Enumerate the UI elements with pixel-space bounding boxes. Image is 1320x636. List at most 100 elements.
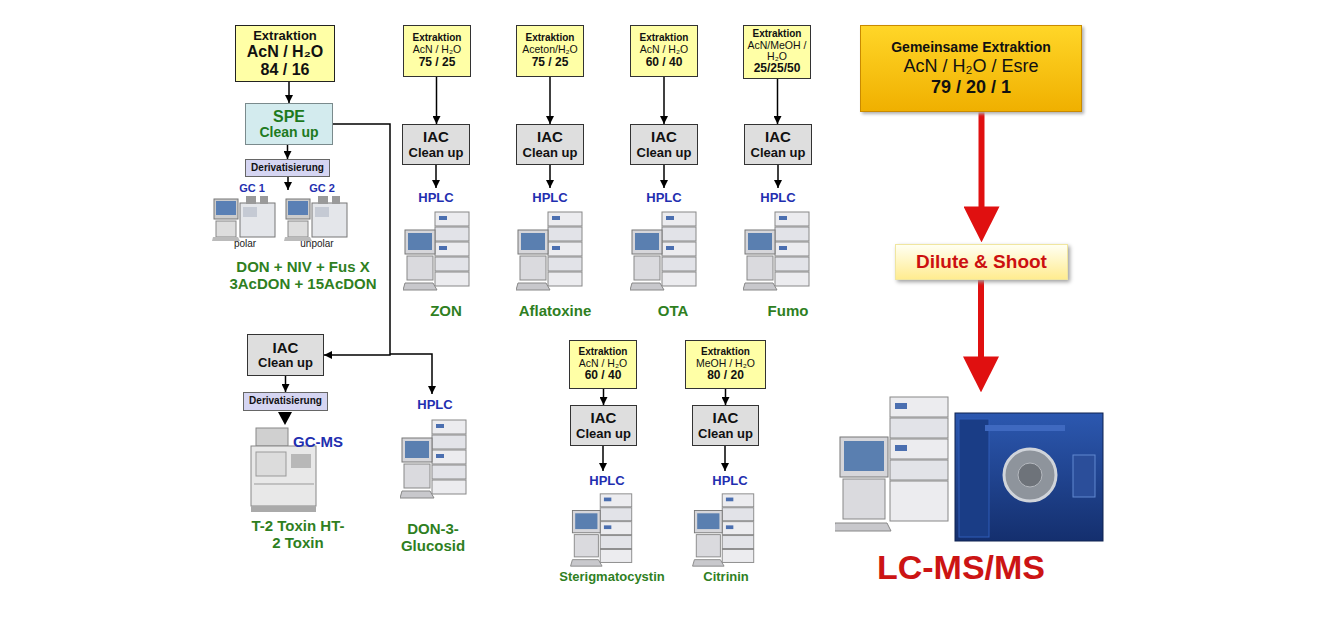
label-text: HPLC	[748, 191, 808, 206]
flow-arrow	[663, 165, 665, 188]
derivatization-box: Derivatisierung	[243, 392, 328, 411]
node-text: 25/25/50	[754, 62, 801, 75]
node-text: IAC	[423, 129, 449, 145]
extraction-box: ExtraktionAceton/H₂O75 / 25	[516, 25, 584, 77]
hplc-instrument	[630, 212, 696, 290]
node-text: AcN / H₂O	[413, 44, 461, 55]
node-text: IAC	[591, 410, 617, 426]
gc-instrument	[212, 196, 275, 241]
flow-connector	[287, 145, 289, 159]
extraction-box: ExtraktionAcN / H₂O84 / 16	[235, 25, 335, 82]
label-text: Citrinin	[686, 570, 766, 585]
iac-cleanup-box: IACClean up	[516, 124, 584, 165]
node-text: Clean up	[637, 146, 692, 160]
iac-cleanup-box: IACClean up	[570, 405, 637, 446]
node-text: AcN / H₂O	[247, 43, 323, 60]
node-text: Derivatisierung	[249, 396, 322, 407]
flow-connector	[603, 389, 605, 405]
node-text: 79 / 20 / 1	[931, 78, 1011, 97]
node-text: Clean up	[258, 356, 313, 370]
label-text: polar	[220, 238, 270, 250]
derivatization-box: Derivatisierung	[245, 159, 330, 177]
flow-connector	[324, 124, 390, 355]
flow-connector	[777, 79, 779, 124]
node-text: Extraktion	[579, 347, 628, 358]
node-text: Clean up	[409, 146, 464, 160]
node-text: AcN / H₂O	[579, 358, 627, 369]
lcms-instrument	[833, 397, 1103, 541]
iac-cleanup-box: IACClean up	[402, 124, 470, 165]
flow-arrow	[549, 165, 551, 188]
node-text: Extraktion	[253, 29, 317, 43]
iac-cleanup-box: IACClean up	[692, 405, 759, 446]
node-text: Aceton/H₂O	[522, 44, 577, 55]
edge-layer	[286, 77, 982, 405]
label-text: HPLC	[634, 191, 694, 206]
label-text: unpolar	[292, 238, 342, 250]
node-text: 75 / 25	[419, 56, 456, 69]
label-text: LC-MS/MS	[841, 548, 1081, 587]
node-text: Clean up	[259, 125, 318, 140]
spe-cleanup-box: SPEClean up	[245, 103, 333, 145]
extraction-box: ExtraktionMeOH / H₂O80 / 20	[685, 340, 766, 389]
extraction-box: ExtraktionAcN / H₂O60 / 40	[569, 340, 637, 389]
node-text: Clean up	[698, 427, 753, 441]
label-text: HPLC	[406, 191, 466, 206]
node-text: SPE	[273, 108, 305, 125]
label-text: T-2 Toxin HT-2 Toxin	[250, 517, 346, 552]
flow-connector	[288, 82, 290, 103]
label-text: DON-3-Glucosid	[398, 520, 468, 555]
extraction-box: ExtraktionAcN/MeOH / H₂O25/25/50	[743, 25, 811, 79]
label-text: Aflatoxine	[500, 302, 610, 319]
label-text: ZON	[406, 302, 486, 319]
flow-connector	[549, 77, 551, 124]
node-text: AcN / H₂O / Esre	[903, 57, 1038, 76]
node-text: IAC	[765, 129, 791, 145]
label-text: HPLC	[520, 191, 580, 206]
label-text: HPLC	[405, 398, 465, 413]
extraction-box: ExtraktionAcN / H₂O75 / 25	[403, 25, 471, 77]
node-text: Derivatisierung	[251, 163, 324, 174]
hplc-instrument	[571, 494, 632, 566]
node-text: Gemeinsame Extraktion	[891, 40, 1051, 55]
node-text: AcN/MeOH / H₂O	[746, 40, 808, 63]
flow-arrow	[435, 165, 437, 188]
hplc-instrument	[403, 212, 469, 290]
gc-instrument	[284, 196, 347, 241]
flow-arrow	[390, 354, 432, 394]
label-text: OTA	[633, 302, 713, 319]
flow-arrow	[287, 177, 289, 190]
node-text: Extraktion	[701, 347, 750, 358]
node-text: IAC	[713, 410, 739, 426]
node-text: IAC	[273, 340, 299, 356]
node-text: Clean up	[523, 146, 578, 160]
label-text: Sterigmatocystin	[547, 570, 677, 585]
flow-arrow-red	[978, 280, 984, 378]
label-text: GC-MS	[288, 433, 348, 450]
iac-cleanup-box: IACClean up	[744, 124, 812, 165]
flow-connector	[979, 112, 985, 228]
node-text: 60 / 40	[646, 56, 683, 69]
hplc-instrument	[743, 212, 809, 290]
label-text: Fumo	[748, 302, 828, 319]
label-text: HPLC	[700, 474, 760, 489]
label-text: DON + NIV + Fus X 3AcDON + 15AcDON	[217, 258, 389, 293]
hplc-instrument	[516, 212, 582, 290]
node-text: IAC	[537, 129, 563, 145]
hplc-instrument	[693, 494, 754, 566]
node-text: 80 / 20	[707, 369, 744, 382]
node-text: Clean up	[751, 146, 806, 160]
extraction-box: ExtraktionAcN / H₂O60 / 40	[630, 25, 698, 77]
node-text: 84 / 16	[261, 61, 310, 78]
flow-connector	[436, 77, 438, 124]
flow-arrow	[777, 165, 779, 188]
combined-extraction-box: Gemeinsame ExtraktionAcN / H₂O / Esre 79 …	[860, 25, 1082, 112]
dilute-shoot-box: Dilute & Shoot	[895, 244, 1068, 280]
node-text: 75 / 25	[532, 56, 569, 69]
node-text: Extraktion	[413, 33, 462, 44]
iac-cleanup-box: IACClean up	[247, 334, 324, 376]
node-text: Extraktion	[640, 33, 689, 44]
node-text: Clean up	[576, 427, 631, 441]
node-text: IAC	[651, 129, 677, 145]
